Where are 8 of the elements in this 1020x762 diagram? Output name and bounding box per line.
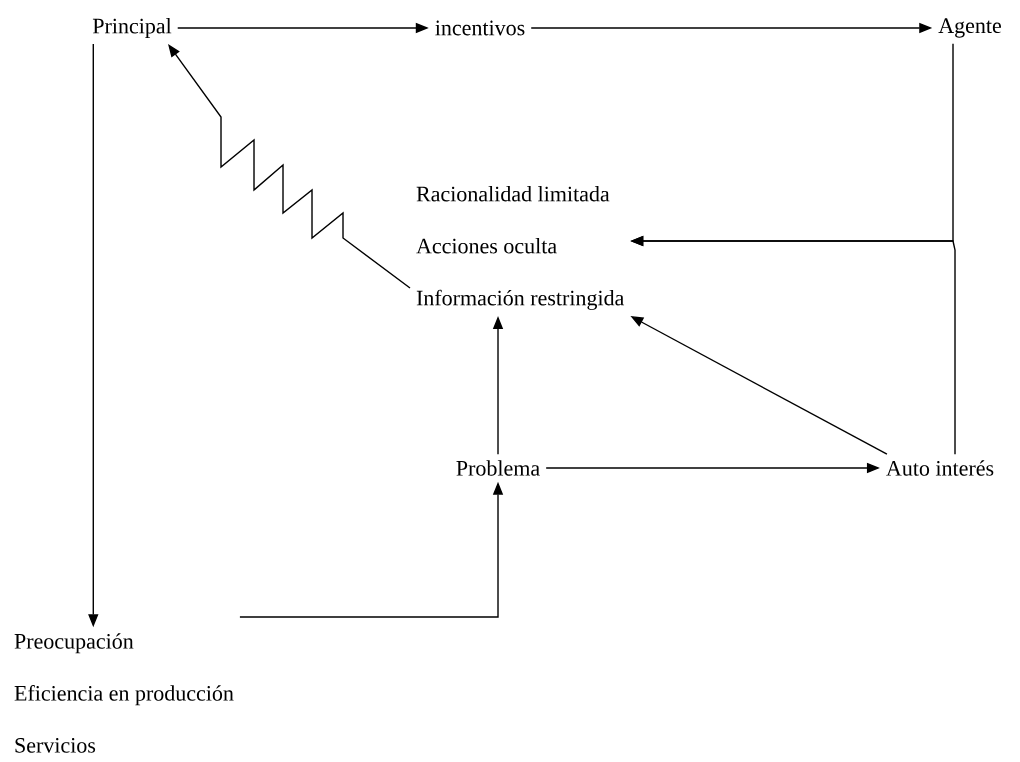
concept-label: Auto interés bbox=[886, 460, 994, 476]
concept-label: Principal bbox=[92, 18, 172, 38]
concept-list: Racionalidad limitada Acciones oculta Información restringida bbox=[416, 186, 625, 310]
concept-label: Agente bbox=[938, 18, 1001, 38]
concept-label: Problema bbox=[456, 460, 540, 476]
concept-label: incentivos bbox=[435, 20, 525, 36]
arrow bbox=[168, 44, 411, 289]
concept-list: Preocupación Eficiencia en producción Servicios bbox=[14, 633, 234, 753]
